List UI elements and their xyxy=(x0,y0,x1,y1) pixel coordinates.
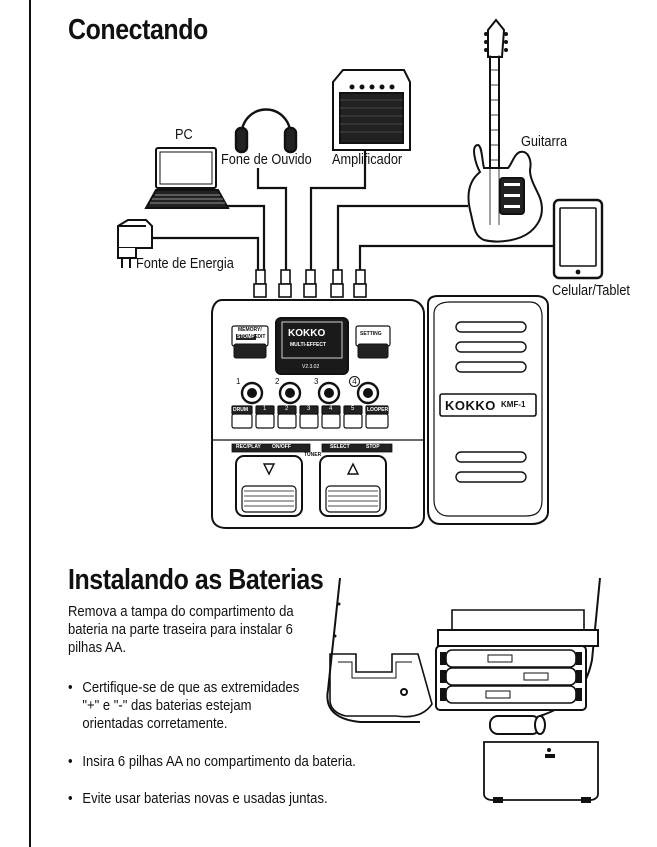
cable-jacks xyxy=(253,269,367,298)
section-title-batteries: Instalando as Baterias xyxy=(68,564,324,596)
headphones-icon xyxy=(234,108,298,154)
cable-headphone xyxy=(256,168,288,280)
expression-model: KMF-1 xyxy=(501,400,526,409)
button-label-4[interactable]: 4 xyxy=(329,406,333,412)
phone-tablet-icon xyxy=(552,198,604,280)
onoff-label: ON/OFF xyxy=(272,444,291,450)
laptop-icon xyxy=(144,147,230,209)
button-label-1[interactable]: 1 xyxy=(263,406,267,412)
screen-subtitle: MULTI-EFFECT xyxy=(290,342,327,348)
button-label-5[interactable]: 5 xyxy=(351,406,355,412)
stop-label: STOP xyxy=(366,444,380,450)
button-label-3[interactable]: 3 xyxy=(307,406,311,412)
amplifier-icon xyxy=(332,69,411,151)
tuner-label: TUNER xyxy=(304,452,322,458)
screen-brand: KOKKO xyxy=(288,328,326,339)
setting-button[interactable]: SETTING xyxy=(360,331,382,337)
button-label-looper[interactable]: LOOPER xyxy=(367,407,389,413)
cable-power xyxy=(150,236,260,280)
page-left-rule xyxy=(29,0,31,847)
cable-guitar xyxy=(336,204,468,280)
label-phone: Celular/Tablet xyxy=(552,282,630,299)
label-headphone: Fone de Ouvido xyxy=(221,151,312,168)
knob-label-1: 1 xyxy=(236,377,241,386)
screen-version: V2.3.02 xyxy=(302,364,320,370)
select-label: SELECT xyxy=(330,444,350,450)
stomp-button[interactable]: STOMP xyxy=(236,334,256,340)
rec-play-label: REC/PLAY xyxy=(236,444,261,450)
cable-pc xyxy=(226,204,266,280)
cable-phone xyxy=(358,244,553,280)
label-power: Fonte de Energia xyxy=(136,255,234,272)
knob-label-4: 4 xyxy=(349,376,360,387)
connection-diagram xyxy=(117,18,604,529)
bullet-item-orientation: • Certifique-se de que as extremidades "… xyxy=(68,680,300,732)
label-guitar: Guitarra xyxy=(521,133,568,150)
label-pc: PC xyxy=(175,126,193,143)
knob-label-2: 2 xyxy=(275,377,280,386)
guitar-icon xyxy=(467,18,543,243)
button-label-2[interactable]: 2 xyxy=(285,406,289,412)
multi-effect-pedal xyxy=(211,299,425,529)
memory-label: MEMORY/ xyxy=(238,327,262,333)
bullet-item-mix: • Evite usar baterias novas e usadas jun… xyxy=(68,791,328,807)
section-title-connecting: Conectando xyxy=(68,14,208,46)
cable-amplifier xyxy=(309,150,367,280)
expression-pedal xyxy=(427,295,549,525)
bullet-item-insert: • Insira 6 pilhas AA no compartimento da… xyxy=(68,754,356,770)
edit-button[interactable]: EDIT xyxy=(254,334,266,340)
expression-brand: KOKKO xyxy=(445,398,496,413)
battery-intro: Remova a tampa do compartimento da bater… xyxy=(68,604,294,656)
button-label-drum[interactable]: DRUM xyxy=(233,407,248,413)
knob-label-3: 3 xyxy=(314,377,319,386)
power-adapter-icon xyxy=(117,219,153,268)
label-amplifier: Amplificador xyxy=(332,151,403,168)
